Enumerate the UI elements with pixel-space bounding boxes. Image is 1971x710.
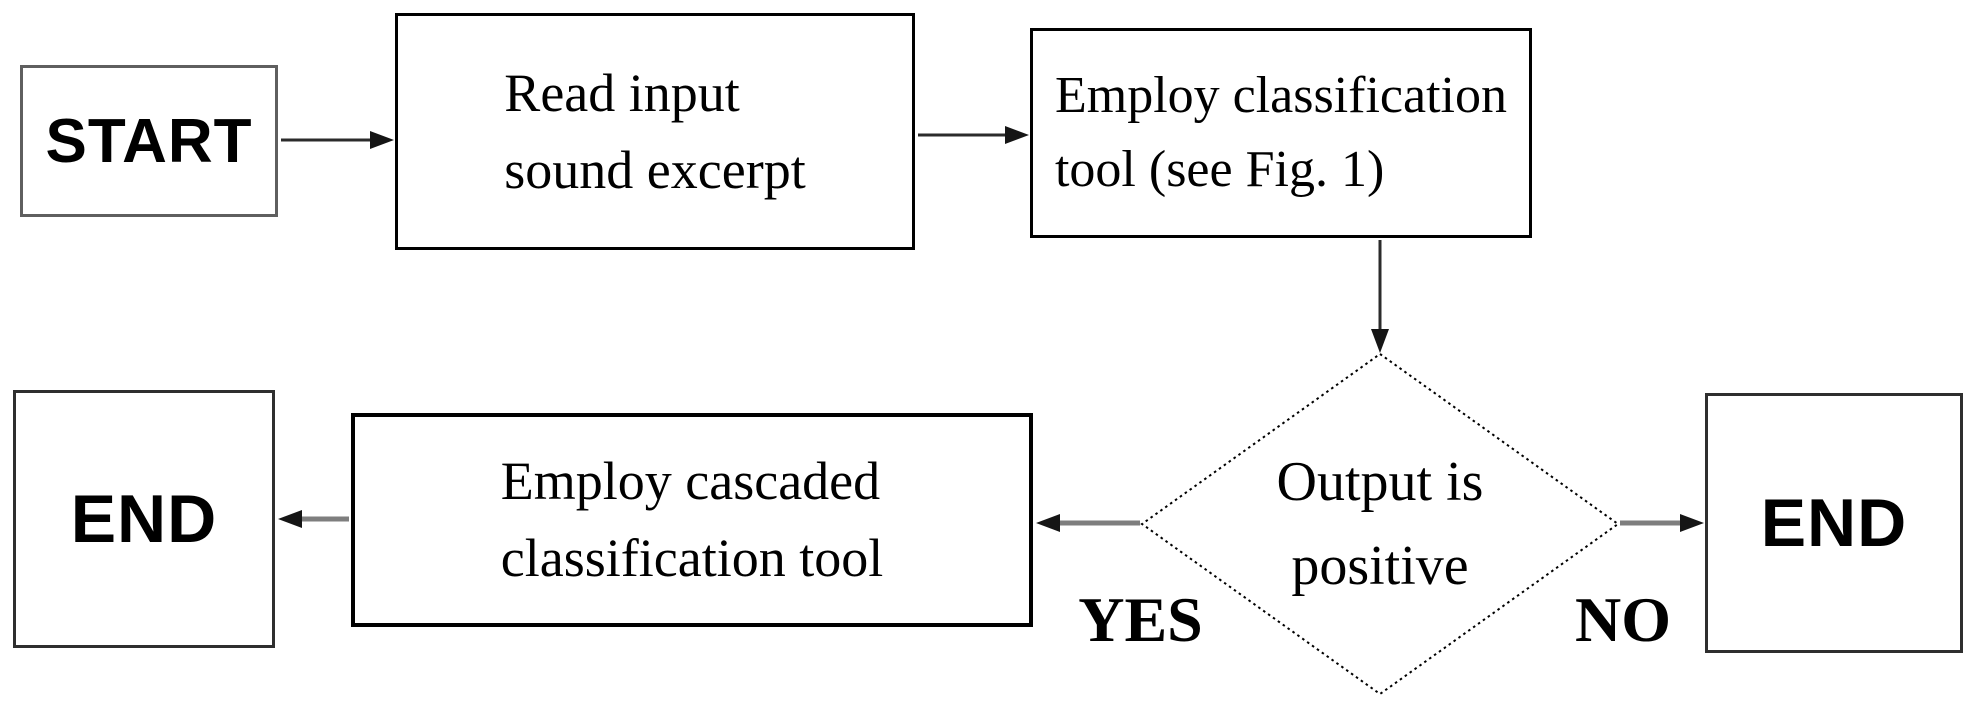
arrowhead-decision-to-cascade [1036,514,1060,532]
classification-tool-node: Employ classification tool (see Fig. 1) [1030,28,1532,238]
end-node-yes-label: END [70,481,218,557]
arrowhead-classify-to-decision [1371,329,1389,353]
arrowhead-read-to-classify [1005,126,1029,144]
cascaded-tool-node-line1: Employ cascaded [500,451,881,512]
classification-tool-node-line2: tool (see Fig. 1) [1054,141,1385,198]
arrowhead-decision-to-end-no [1680,514,1704,532]
arrowhead-start-to-read [370,131,394,149]
start-node-label: START [45,106,253,176]
cascaded-tool-node: Employ cascaded classification tool [351,413,1033,627]
end-node-no-label: END [1760,485,1908,561]
yes-branch-label: YES [1078,584,1203,655]
read-input-node-line1: Read input [504,62,740,123]
start-node: START [20,65,278,217]
cascaded-tool-node-line2: classification tool [500,528,884,588]
arrowhead-cascade-to-end-yes [278,510,302,528]
decision-diamond-outline [1140,352,1620,696]
read-input-node: Read input sound excerpt [395,13,915,250]
end-node-no: END [1705,393,1963,653]
end-node-yes: END [13,390,275,648]
read-input-node-line2: sound excerpt [504,139,806,200]
no-branch-label: NO [1575,584,1671,655]
classification-tool-node-line1: Employ classification [1054,67,1507,125]
